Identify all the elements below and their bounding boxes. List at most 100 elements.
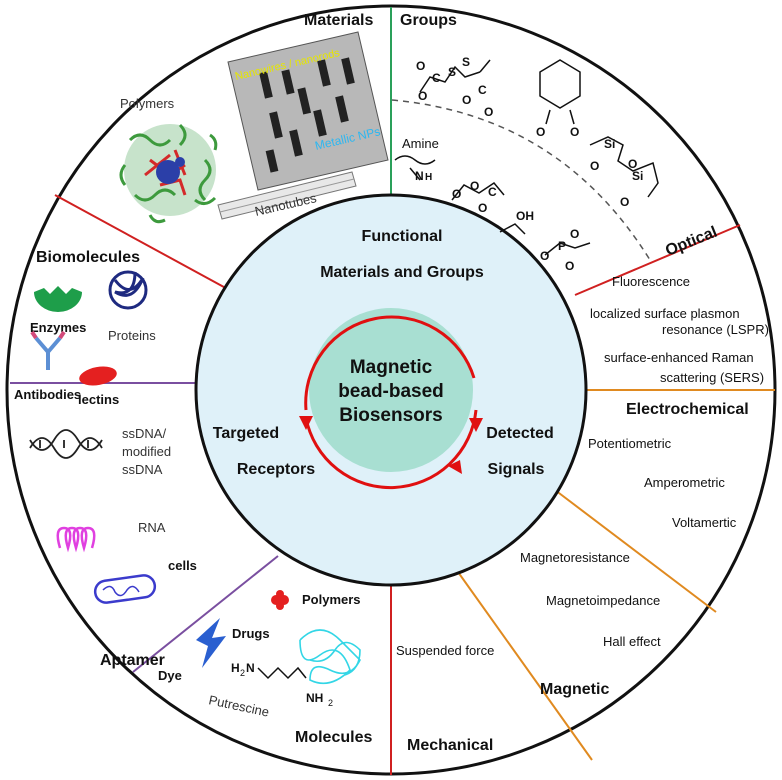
aptamer-title: Aptamer bbox=[100, 652, 165, 669]
arrow-head-bottom bbox=[448, 460, 462, 474]
polymer-cluster-image bbox=[119, 123, 218, 224]
svg-text:2: 2 bbox=[328, 698, 333, 708]
divider-electrochemical-magnetic bbox=[554, 489, 717, 613]
svg-text:2: 2 bbox=[240, 668, 245, 678]
svg-text:Si: Si bbox=[604, 137, 615, 151]
ring-receptors: Receptors bbox=[237, 461, 315, 478]
center-title-line1: Magnetic bbox=[350, 357, 433, 378]
center-hub bbox=[309, 308, 473, 472]
sector-dividers bbox=[10, 7, 775, 775]
drugs-label: Drugs bbox=[232, 626, 270, 641]
enzyme-icon bbox=[34, 286, 82, 312]
svg-text:O: O bbox=[478, 201, 487, 215]
ring-functional: Functional bbox=[362, 228, 443, 245]
arrow-heads bbox=[299, 416, 483, 474]
svg-text:C: C bbox=[432, 71, 441, 85]
svg-text:N: N bbox=[246, 661, 255, 675]
sers-label-line2: scattering (SERS) bbox=[660, 370, 764, 385]
drug-icon bbox=[271, 590, 289, 610]
divider-groups-optical bbox=[574, 224, 741, 296]
arrow-head-left bbox=[299, 416, 313, 430]
proteins-label: Proteins bbox=[108, 328, 156, 343]
cells-label: cells bbox=[168, 558, 197, 573]
suspended-force-label: Suspended force bbox=[396, 643, 494, 658]
mechanical-title: Mechanical bbox=[407, 737, 493, 754]
materials-polymers-label: Polymers bbox=[120, 96, 175, 111]
lectin-icon bbox=[79, 366, 117, 386]
center-title-line2: bead-based bbox=[338, 381, 444, 402]
cell-icon bbox=[93, 574, 157, 604]
antibody-icon bbox=[30, 330, 66, 370]
molecules-polymers-label: Polymers bbox=[302, 592, 361, 607]
ssdna-label-line1: ssDNA/ bbox=[122, 426, 166, 441]
divider-materials-biomolecules bbox=[54, 194, 234, 293]
dye-label: Dye bbox=[158, 668, 182, 683]
amperometric-label: Amperometric bbox=[644, 475, 725, 490]
lspr-label-line1: localized surface plasmon bbox=[590, 306, 740, 321]
dye-icon bbox=[196, 618, 226, 668]
voltametric-label: Voltamertic bbox=[672, 515, 737, 530]
svg-text:P: P bbox=[558, 239, 566, 253]
svg-text:O: O bbox=[570, 125, 579, 139]
magnetoimpedance-label: Magnetoimpedance bbox=[546, 593, 660, 608]
svg-text:O: O bbox=[590, 159, 599, 173]
svg-text:O: O bbox=[484, 105, 493, 119]
hall-effect-label: Hall effect bbox=[603, 634, 661, 649]
nanowires-tem-image bbox=[227, 31, 389, 191]
svg-text:N: N bbox=[415, 169, 424, 183]
svg-text:O: O bbox=[452, 187, 461, 201]
lectins-label: lectins bbox=[78, 392, 119, 407]
svg-text:Si: Si bbox=[632, 169, 643, 183]
molecules-title: Molecules bbox=[295, 729, 372, 746]
arrow-head-right bbox=[469, 418, 483, 432]
chemical-groups-drawing bbox=[394, 59, 659, 256]
center-title-line3: Biosensors bbox=[339, 405, 442, 426]
surface-dashed-line bbox=[391, 99, 651, 261]
biomolecules-title: Biomolecules bbox=[36, 249, 140, 266]
lspr-label-line2: resonance (LSPR) bbox=[662, 322, 769, 337]
arrow-arc-top bbox=[304, 315, 476, 411]
ring-targeted: Targeted bbox=[213, 425, 279, 442]
arrow-arc-bottom bbox=[304, 409, 478, 489]
dna-icon bbox=[29, 429, 103, 459]
svg-text:O: O bbox=[620, 195, 629, 209]
svg-text:C: C bbox=[488, 185, 497, 199]
chemical-atom-labels: C O O S S C O O O O Si O O Si O N H O O … bbox=[415, 55, 643, 273]
electrochemical-title: Electrochemical bbox=[626, 401, 749, 418]
rna-icon bbox=[56, 526, 96, 553]
svg-text:O: O bbox=[416, 59, 425, 73]
divider-magnetic-mechanical bbox=[457, 571, 593, 761]
svg-text:C: C bbox=[478, 83, 487, 97]
svg-text:H: H bbox=[231, 661, 240, 675]
ring-materials-groups: Materials and Groups bbox=[320, 264, 484, 281]
materials-title: Materials bbox=[304, 12, 373, 29]
svg-text:O: O bbox=[565, 259, 574, 273]
groups-title: Groups bbox=[400, 12, 457, 29]
protein-icon bbox=[108, 270, 148, 310]
ring-signals: Signals bbox=[488, 461, 545, 478]
svg-text:S: S bbox=[462, 55, 470, 69]
ring-detected: Detected bbox=[486, 425, 554, 442]
groups-amine-label: Amine bbox=[402, 136, 439, 151]
svg-text:S: S bbox=[448, 65, 456, 79]
fluorescence-label: Fluorescence bbox=[612, 274, 690, 289]
enzymes-label: Enzymes bbox=[30, 320, 86, 335]
nanotubes-image bbox=[217, 171, 357, 220]
magnetoresistance-label: Magnetoresistance bbox=[520, 550, 630, 565]
svg-text:O: O bbox=[536, 125, 545, 139]
sers-label-line1: surface-enhanced Raman bbox=[604, 350, 754, 365]
magnetic-title: Magnetic bbox=[540, 681, 609, 698]
svg-text:O: O bbox=[418, 89, 427, 103]
ssdna-label-line3: ssDNA bbox=[122, 462, 163, 477]
svg-text:H: H bbox=[425, 172, 432, 183]
svg-text:O: O bbox=[462, 93, 471, 107]
svg-text:NH: NH bbox=[306, 691, 323, 705]
groups-oh-label: OH bbox=[516, 209, 534, 223]
svg-text:O: O bbox=[540, 249, 549, 263]
svg-text:O: O bbox=[470, 179, 479, 193]
svg-text:O: O bbox=[628, 157, 637, 171]
ssdna-label-line2: modified bbox=[122, 444, 171, 459]
antibodies-label: Antibodies bbox=[14, 387, 81, 402]
